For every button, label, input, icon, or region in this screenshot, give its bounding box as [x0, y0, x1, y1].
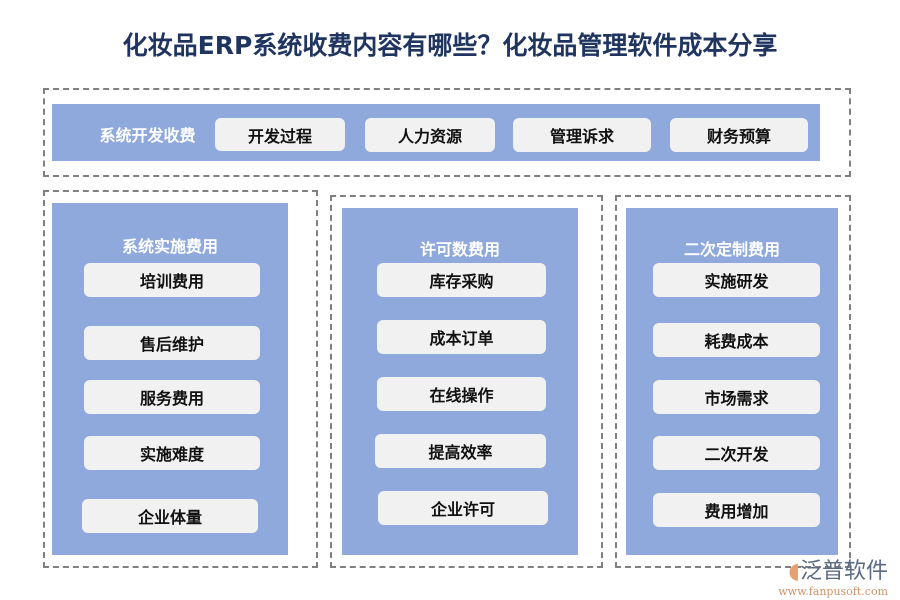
column-item: 库存采购	[377, 263, 546, 297]
column-item: 培训费用	[84, 263, 260, 297]
logo-url: www.fanpusoft.com	[778, 585, 888, 598]
column-box	[43, 190, 318, 568]
top-item: 管理诉求	[513, 118, 651, 152]
column-item: 耗费成本	[653, 323, 820, 357]
top-item: 财务预算	[670, 118, 808, 152]
column-panel	[52, 203, 288, 555]
top-label: 系统开发收费	[99, 126, 196, 145]
logo-name: 泛普软件	[799, 559, 888, 584]
column-item: 在线操作	[377, 377, 546, 411]
column-box	[615, 195, 851, 568]
column-box	[330, 195, 603, 568]
column-item: 提高效率	[375, 434, 546, 468]
page-title: 化妆品ERP系统收费内容有哪些？化妆品管理软件成本分享	[122, 31, 778, 60]
logo-icon: ◖	[788, 559, 800, 584]
column-heading: 许可数费用	[419, 240, 500, 259]
column-item: 市场需求	[653, 380, 820, 414]
column-item: 成本订单	[377, 320, 546, 354]
column-item: 服务费用	[84, 380, 260, 414]
brand-logo: ◖泛普软件 www.fanpusoft.com	[778, 553, 888, 598]
top-item: 开发过程	[215, 118, 345, 151]
column-item: 二次开发	[653, 436, 820, 470]
column-item: 企业体量	[82, 499, 258, 533]
column-item: 费用增加	[653, 493, 820, 527]
column-item: 实施难度	[84, 436, 260, 470]
column-item: 实施研发	[653, 263, 820, 297]
column-item: 售后维护	[84, 326, 260, 360]
top-item: 人力资源	[365, 118, 495, 152]
column-heading: 二次定制费用	[683, 240, 780, 259]
top-section	[43, 88, 851, 177]
column-item: 企业许可	[378, 491, 548, 525]
column-heading: 系统实施费用	[121, 237, 218, 256]
